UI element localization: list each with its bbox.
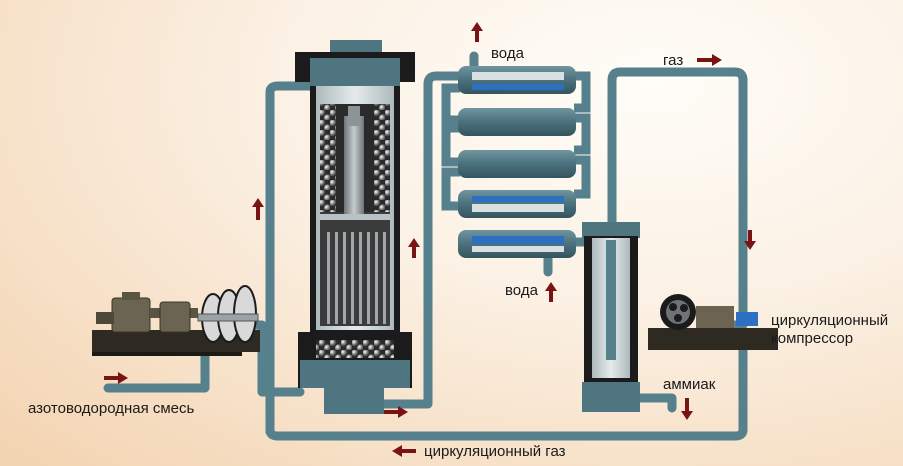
condenser-stack	[441, 66, 591, 258]
condenser-2	[458, 108, 576, 136]
central-rod	[344, 116, 364, 236]
reactor-outlet-pipe	[379, 71, 463, 409]
arrow-down-icon	[744, 230, 756, 250]
synthesis-column	[295, 40, 415, 414]
arrow-up-icon	[471, 22, 483, 42]
gas-line-pipe	[607, 67, 748, 330]
label-water-bottom: вода	[505, 282, 538, 299]
condenser-3	[458, 150, 576, 178]
arrow-right-icon	[697, 54, 722, 66]
feed-compressor-unit	[92, 285, 260, 356]
label-compressor-line1: циркуляционный	[771, 312, 889, 329]
arrow-up-icon	[408, 238, 420, 258]
ammonia-separator	[582, 222, 640, 412]
ammonia-drain-pipe	[623, 393, 677, 413]
motor-housing	[111, 297, 151, 333]
condenser-5	[458, 230, 576, 258]
label-ammonia: аммиак	[663, 376, 716, 393]
label-water-top: вода	[491, 45, 524, 62]
flow-arrows	[104, 22, 756, 457]
label-feed-mixture: азотоводородная смесь	[28, 400, 195, 417]
exchanger-tubes	[327, 232, 386, 324]
column-bottom-base	[300, 360, 410, 388]
recycle-return-pipe	[265, 340, 748, 441]
arrow-up-icon	[545, 282, 557, 302]
arrow-right-icon	[384, 406, 408, 418]
label-compressor-line2: компрессор	[771, 330, 854, 347]
condenser-4	[458, 190, 576, 218]
arrow-left-icon	[392, 445, 416, 457]
arrow-up-icon	[252, 198, 264, 220]
circulation-compressor	[648, 294, 778, 350]
condenser-1	[458, 66, 576, 94]
label-recycle-gas: циркуляционный газ	[424, 443, 566, 460]
recycle-riser-pipe	[265, 81, 333, 437]
arrow-down-icon	[681, 398, 693, 420]
label-gas: газ	[663, 52, 684, 69]
gearbox-housing	[159, 301, 191, 333]
arrow-right-icon	[104, 372, 128, 384]
heat-exchanger-section	[320, 214, 390, 326]
catalyst-bed-lower	[316, 340, 394, 358]
pipe-network	[103, 51, 748, 441]
